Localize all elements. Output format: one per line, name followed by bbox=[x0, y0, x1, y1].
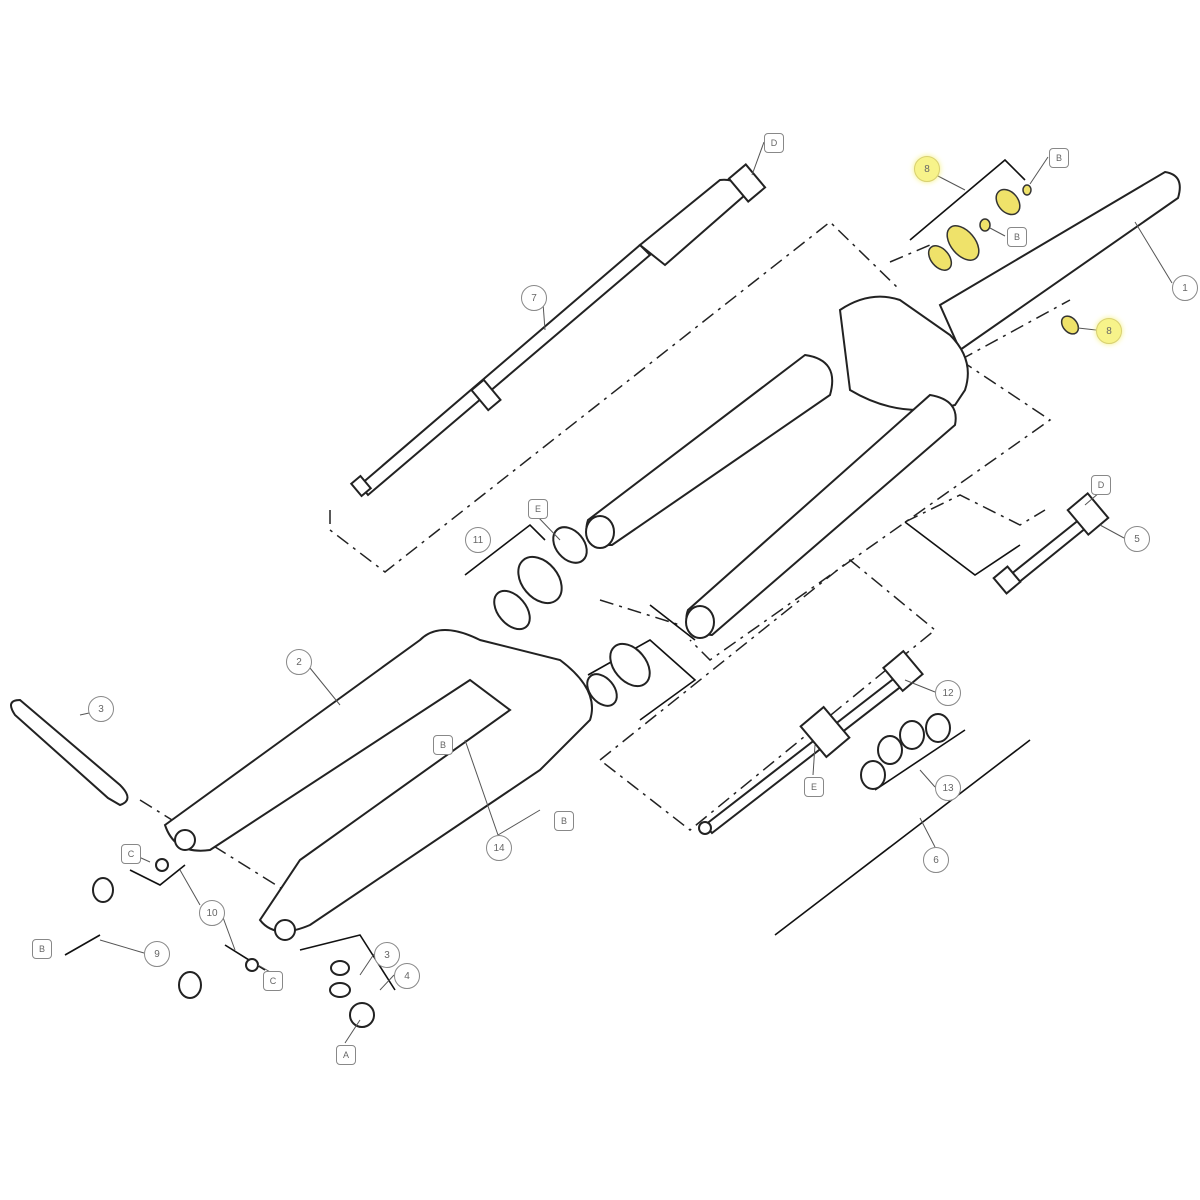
callout-7: 7 bbox=[521, 285, 547, 311]
callout-c: C bbox=[263, 971, 283, 991]
callout-8-highlighted: 8 bbox=[1096, 318, 1122, 344]
stanchions bbox=[585, 353, 957, 639]
air-spring bbox=[992, 491, 1110, 595]
callout-4: 4 bbox=[394, 963, 420, 989]
callout-e: E bbox=[804, 777, 824, 797]
callout-d: D bbox=[764, 133, 784, 153]
small-hardware bbox=[92, 858, 375, 1028]
callout-3: 3 bbox=[374, 942, 400, 968]
callout-8-highlighted: 8 bbox=[914, 156, 940, 182]
seals bbox=[493, 526, 651, 707]
damper-assembly bbox=[698, 649, 925, 835]
damper-cartridge bbox=[349, 163, 767, 498]
callout-5: 5 bbox=[1124, 526, 1150, 552]
callout-e: E bbox=[528, 499, 548, 519]
callout-b: B bbox=[433, 735, 453, 755]
callout-b: B bbox=[1049, 148, 1069, 168]
callout-a: A bbox=[336, 1045, 356, 1065]
callout-3: 3 bbox=[88, 696, 114, 722]
callout-2: 2 bbox=[286, 649, 312, 675]
callout-11: 11 bbox=[465, 527, 491, 553]
spacers bbox=[860, 713, 951, 790]
axle bbox=[10, 698, 129, 807]
callout-9: 9 bbox=[144, 941, 170, 967]
callout-10: 10 bbox=[199, 900, 225, 926]
callout-b: B bbox=[1007, 227, 1027, 247]
callout-6: 6 bbox=[923, 847, 949, 873]
callout-b: B bbox=[554, 811, 574, 831]
callout-14: 14 bbox=[486, 835, 512, 861]
steerer-tube bbox=[838, 170, 1181, 411]
callout-1: 1 bbox=[1172, 275, 1198, 301]
highlighted-parts bbox=[927, 184, 1080, 335]
callout-d: D bbox=[1091, 475, 1111, 495]
assembly-guides bbox=[139, 221, 1071, 901]
callout-b: B bbox=[32, 939, 52, 959]
callout-12: 12 bbox=[935, 680, 961, 706]
lower-legs bbox=[163, 629, 593, 941]
callout-13: 13 bbox=[935, 775, 961, 801]
callout-c: C bbox=[121, 844, 141, 864]
